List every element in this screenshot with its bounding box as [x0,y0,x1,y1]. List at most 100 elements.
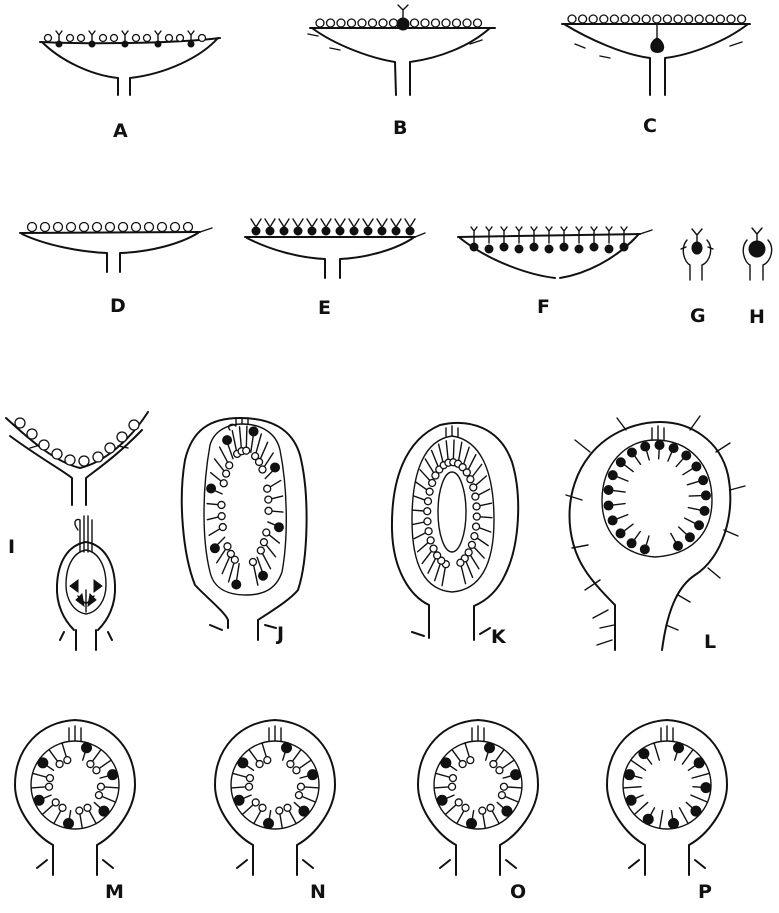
flower-ring [472,493,479,500]
figure-g [681,229,713,280]
flower-dot [249,427,258,436]
flower-ring [64,757,71,764]
flower-dot [38,758,48,768]
hair [575,440,590,452]
hair [666,625,678,630]
flower-dot [34,795,44,805]
flower-ring [663,15,671,23]
label-h: H [749,306,765,328]
flower-ring [473,523,480,530]
ostiole-scales [472,726,484,741]
flower-dot [467,818,477,828]
flower-ring [411,19,419,27]
flower-dot [668,818,678,828]
flower-ring [259,466,266,473]
flower-style [56,31,62,41]
label-j: J [275,623,284,645]
bract [37,860,113,868]
flower-dot [280,227,288,235]
label-m: M [105,881,124,903]
flower-ring [226,462,233,469]
hair [600,625,614,628]
flower-ring [15,418,25,428]
flower-ring [171,223,180,232]
flower-ring [219,524,226,531]
flower-dot [515,245,523,253]
flower-dot [641,442,650,451]
flower-style [293,219,303,227]
flower-ring [390,19,398,27]
flower-dot [350,227,358,235]
flower-ring [727,15,735,23]
flower-ring [442,19,450,27]
flower-ring [39,440,49,450]
flower-dot [485,743,495,753]
flower-ring [621,15,629,23]
flower-dot [626,795,636,805]
flower-ring [246,775,253,782]
flower-ring [87,761,94,768]
flower-ring [95,792,102,799]
flower-ring [166,35,173,42]
flower-ring [132,223,141,232]
flower-ring [579,15,587,23]
flower-ring [117,432,127,442]
figure-i [6,412,148,650]
flower-ring [54,223,63,232]
flower-stalk [692,773,709,778]
flower-dot [259,571,268,580]
flower-ring [449,783,456,790]
flower-ring [220,480,227,487]
bract [237,860,313,868]
flower-ring [429,479,436,486]
flower-dot [627,539,636,548]
flower-dot [89,41,95,47]
flower-dot [545,245,553,253]
flower-ring [424,508,431,515]
label-b: B [393,117,407,139]
flower-ring [56,761,63,768]
flower-dot [188,41,194,47]
flower-dot [274,523,283,532]
flower-dot [210,544,219,553]
flower-ring [632,15,640,23]
flower-dot [441,758,451,768]
flower-ring [455,799,462,806]
flower-ring [257,547,264,554]
flower-ring [295,792,302,799]
flower-ring [27,429,37,439]
flower-dot [502,806,512,816]
flower-ring [256,761,263,768]
flower-ring [463,19,471,27]
flower-ring [685,15,693,23]
flower-ring [568,15,576,23]
flower-stalk [654,743,659,760]
hair [690,416,700,430]
flower-dot [282,743,292,753]
flower-dot [639,749,649,759]
flower-style [251,219,261,227]
flower-ring [337,19,345,27]
hair [566,495,582,500]
flower-style [377,219,387,227]
flower-dot [692,462,701,471]
flower-ring [93,452,103,462]
flower-ring [45,35,52,42]
flower-ring [424,518,431,525]
flower-dot [530,243,538,251]
hair [593,610,608,618]
flower-ring [457,559,464,566]
bract [629,860,705,868]
flower-style [155,31,161,41]
flower-ring [459,761,466,768]
flower-dot [620,243,628,251]
flower-ring [97,783,104,790]
flower-ring [449,775,456,782]
flower-ring [129,420,139,430]
flower-style [321,219,331,227]
label-f: F [537,296,550,318]
hair [730,486,745,490]
flower-ring [424,498,431,505]
flower-ring [263,529,270,536]
ostiole-scales [661,726,673,741]
